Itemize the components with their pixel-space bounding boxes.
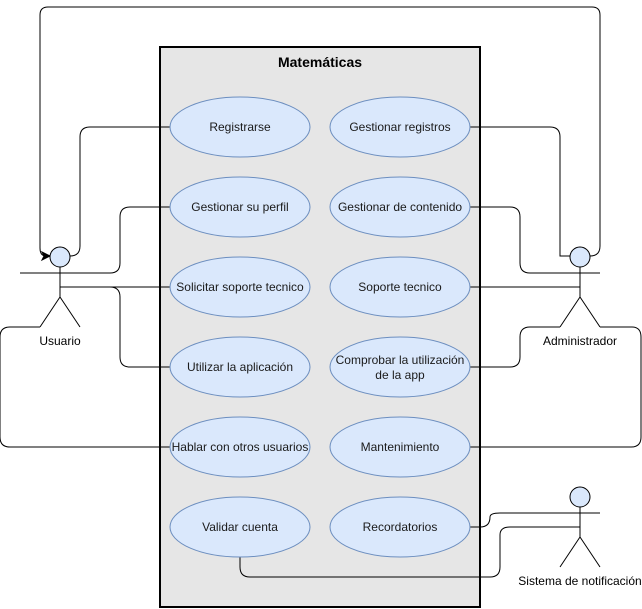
- use-case-validar-cuenta-label: Validar cuenta: [202, 520, 278, 534]
- actor-usuario[interactable]: Usuario: [20, 246, 100, 348]
- svg-text:Mantenimiento: Mantenimiento: [361, 440, 440, 454]
- svg-text:Soporte tecnico: Soporte tecnico: [358, 280, 442, 294]
- use-case-gestionar-perfil[interactable]: Gestionar su perfil: [169, 176, 311, 238]
- connector-usuario-registrarse: [69, 126, 170, 257]
- svg-text:Solicitar soporte tecnico: Solicitar soporte tecnico: [176, 280, 304, 294]
- svg-text:Recordatorios: Recordatorios: [363, 520, 438, 534]
- svg-text:Validar cuenta: Validar cuenta: [202, 520, 278, 534]
- use-case-gestionar-contenido-label: Gestionar de contenido: [338, 200, 462, 214]
- connector-notif-recordatorios: [470, 512, 580, 528]
- svg-text:Utilizar la aplicación: Utilizar la aplicación: [187, 360, 293, 374]
- connector-usuario-gestionar-perfil: [60, 206, 170, 274]
- use-case-comprobar-utilizacion-label-line2: de la app: [375, 368, 425, 382]
- svg-text:Hablar con otros usuarios: Hablar con otros usuarios: [172, 440, 309, 454]
- use-case-mantenimiento[interactable]: Mantenimiento: [329, 416, 471, 478]
- use-case-gestionar-registros[interactable]: Gestionar registros: [329, 96, 471, 158]
- actor-administrador-icon: [540, 246, 601, 328]
- use-case-registrarse[interactable]: Registrarse: [169, 96, 311, 158]
- use-case-gestionar-registros-label: Gestionar registros: [349, 120, 450, 134]
- connector-admin-usuario-loop: [39, 6, 601, 257]
- connector-notif-validar-cuenta: [239, 526, 580, 578]
- use-case-comprobar-utilizacion-label-line1: Comprobar la utilización: [336, 353, 465, 367]
- use-case-mantenimiento-label: Mantenimiento: [361, 440, 440, 454]
- use-case-recordatorios-label: Recordatorios: [363, 520, 438, 534]
- use-case-solicitar-soporte[interactable]: Solicitar soporte tecnico: [169, 256, 311, 318]
- use-case-soporte-tecnico-label: Soporte tecnico: [358, 280, 442, 294]
- connector-admin-comprobar-utilizacion: [470, 326, 560, 368]
- arrowhead: [40, 250, 52, 262]
- use-case-registrarse-label: Registrarse: [209, 120, 271, 134]
- actor-sistema-notificacion-icon: [559, 486, 601, 568]
- use-case-utilizar-app-label: Utilizar la aplicación: [187, 360, 293, 374]
- use-case-validar-cuenta[interactable]: Validar cuenta: [169, 496, 311, 558]
- connectors: [0, 6, 642, 578]
- actor-sistema-notificacion-label: Sistema de notificación: [518, 574, 641, 588]
- use-case-gestionar-perfil-label: Gestionar su perfil: [191, 200, 288, 214]
- connector-admin-gestionar-registros: [470, 126, 570, 257]
- connector-admin-mantenimiento: [470, 326, 642, 448]
- svg-text:Registrarse: Registrarse: [209, 120, 271, 134]
- use-case-recordatorios[interactable]: Recordatorios: [329, 496, 471, 558]
- connector-usuario-hablar-usuarios: [0, 326, 170, 448]
- use-case-utilizar-app[interactable]: Utilizar la aplicación: [169, 336, 311, 398]
- actor-sistema-notificacion[interactable]: Sistema de notificación: [518, 486, 642, 588]
- actor-administrador-label: Administrador: [543, 334, 617, 348]
- use-case-hablar-usuarios[interactable]: Hablar con otros usuarios: [169, 416, 311, 478]
- use-case-solicitar-soporte-label: Solicitar soporte tecnico: [176, 280, 304, 294]
- actor-usuario-label: Usuario: [39, 334, 81, 348]
- connector-usuario-utilizar-app: [60, 286, 170, 368]
- use-case-hablar-usuarios-label: Hablar con otros usuarios: [172, 440, 309, 454]
- svg-text:Gestionar de contenido: Gestionar de contenido: [338, 200, 462, 214]
- system-title: Matemáticas: [278, 54, 362, 70]
- actor-usuario-icon: [20, 246, 100, 328]
- connector-admin-gestionar-contenido: [470, 206, 580, 274]
- use-case-soporte-tecnico[interactable]: Soporte tecnico: [329, 256, 471, 318]
- use-case-gestionar-contenido[interactable]: Gestionar de contenido: [329, 176, 471, 238]
- svg-text:Gestionar su perfil: Gestionar su perfil: [191, 200, 288, 214]
- actor-administrador[interactable]: Administrador: [540, 246, 617, 348]
- svg-text:Gestionar registros: Gestionar registros: [349, 120, 450, 134]
